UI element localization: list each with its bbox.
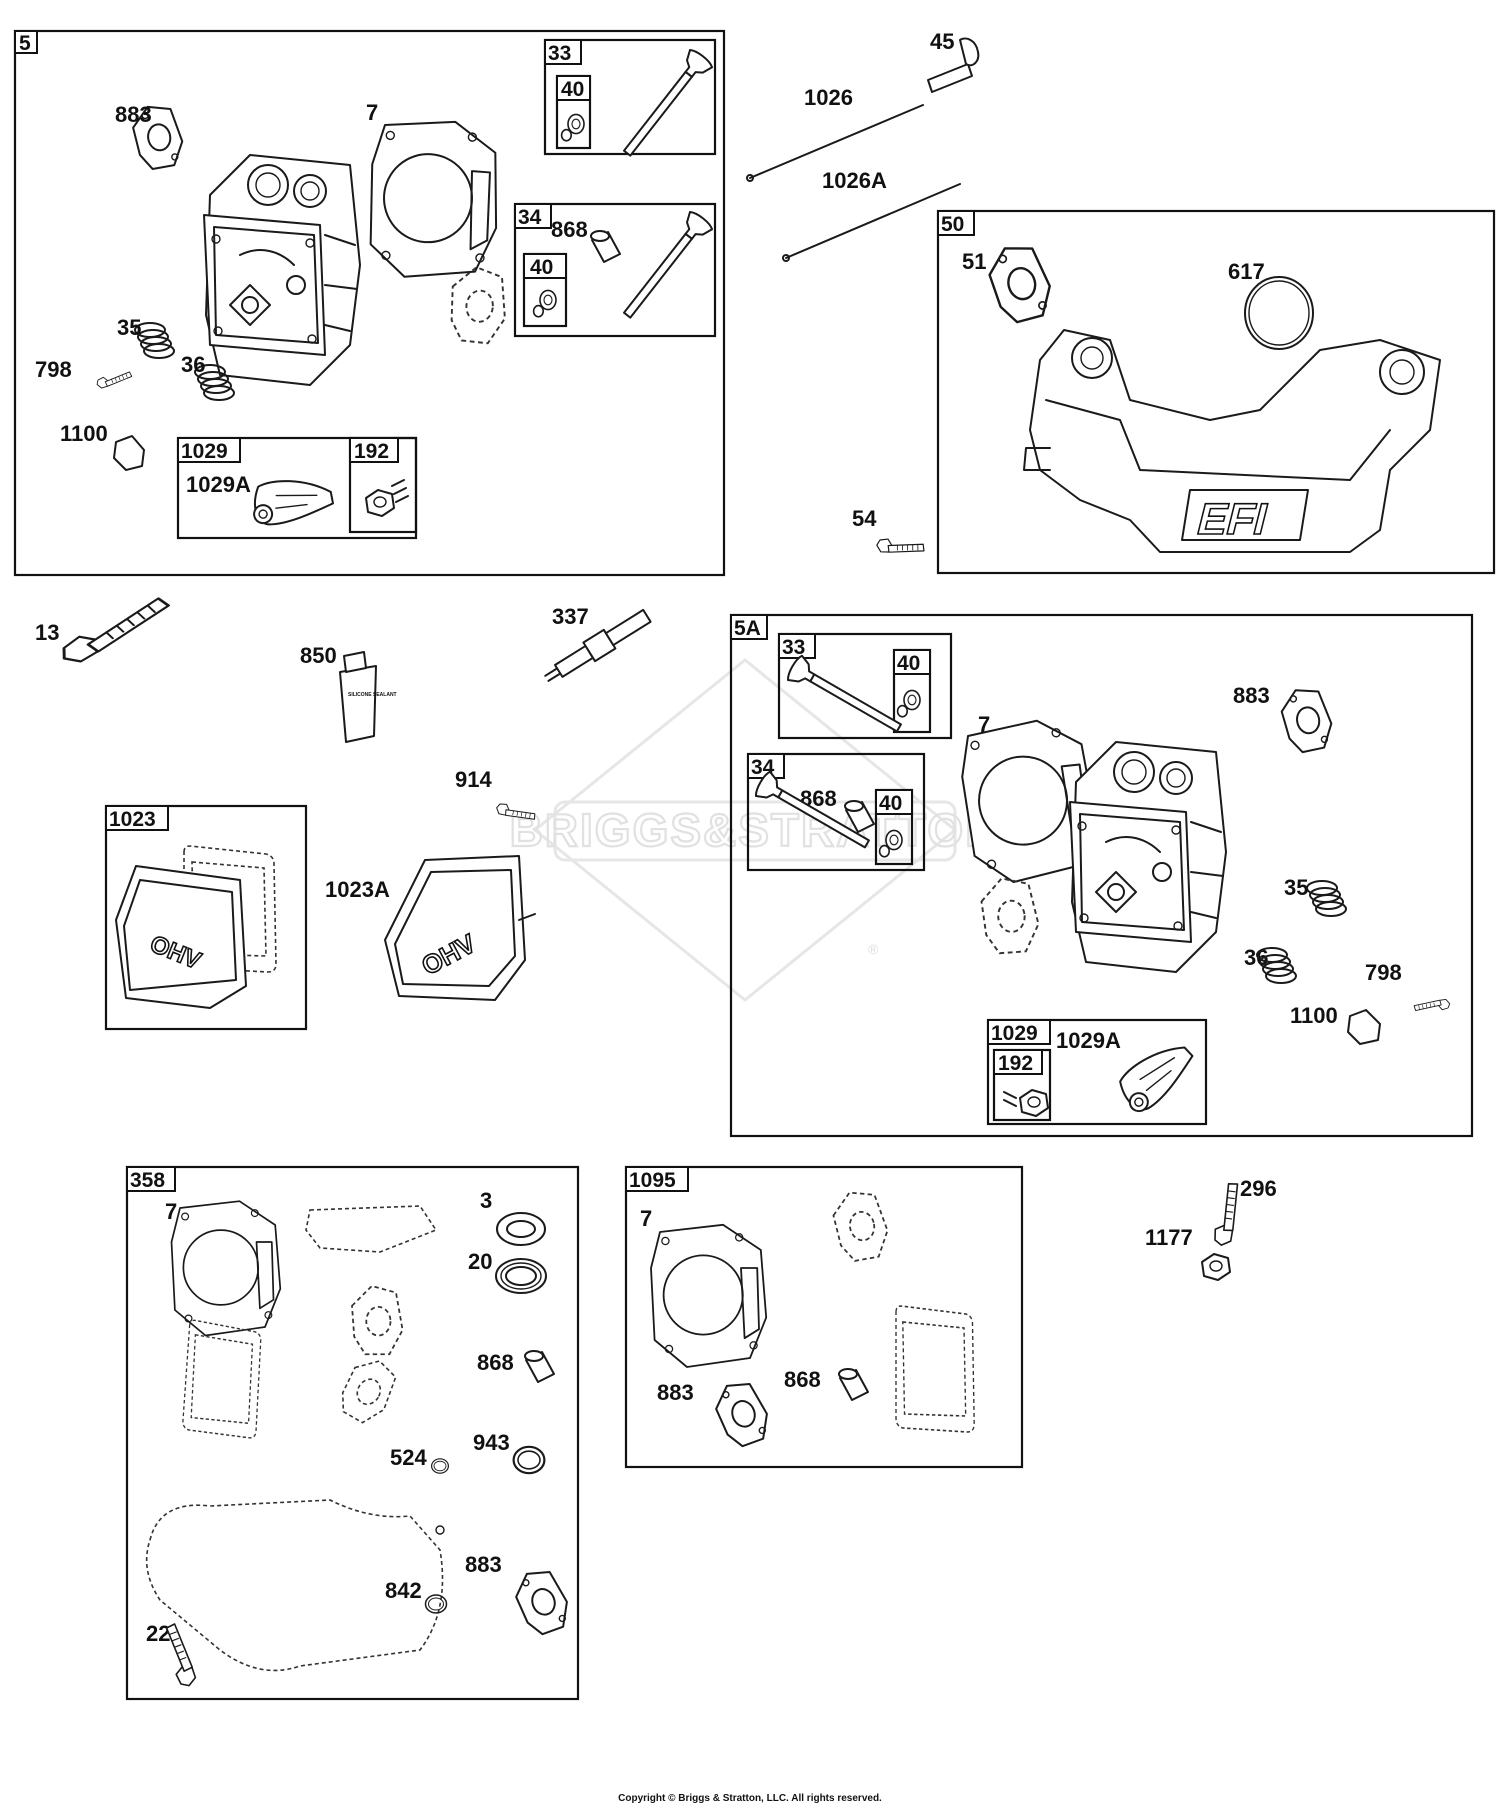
part-617-label[interactable]: 617 [1228, 259, 1265, 284]
part-35-label-b[interactable]: 35 [1284, 875, 1308, 900]
part-13-label[interactable]: 13 [35, 620, 59, 645]
group-1095-tag: 1095 [629, 1169, 676, 1192]
loose-parts: 13 SILICONE SEALANT 850 337 914 296 1177 [35, 594, 1277, 1281]
part-7-label-c[interactable]: 7 [165, 1199, 177, 1224]
part-7-label-d[interactable]: 7 [640, 1206, 652, 1231]
group-34-tag: 34 [518, 206, 542, 229]
group-50-tag: 50 [941, 213, 964, 236]
group-5A-40-tag-b: 40 [879, 792, 902, 815]
part-22-label[interactable]: 22 [146, 1621, 170, 1646]
watermark-brand: BRIGGS&STRATTON [510, 804, 1001, 856]
copyright-footer: Copyright © Briggs & Stratton, LLC. All … [618, 1793, 882, 1804]
part-798-label-b[interactable]: 798 [1365, 960, 1402, 985]
part-3-label[interactable]: 3 [480, 1188, 492, 1213]
group-40-tag: 40 [561, 78, 584, 101]
part-20-label[interactable]: 20 [468, 1249, 492, 1274]
group-1029-tag: 1029 [181, 440, 228, 463]
part-337-label[interactable]: 337 [552, 604, 589, 629]
efi-stamp: EFI [1192, 496, 1272, 544]
group-1095: 1095 7 883 868 [624, 1165, 1024, 1469]
part-842-label[interactable]: 842 [385, 1578, 422, 1603]
part-868-label-c[interactable]: 868 [477, 1350, 514, 1375]
part-51-label[interactable]: 51 [962, 249, 986, 274]
part-883-label-d[interactable]: 883 [657, 1380, 694, 1405]
part-914-label[interactable]: 914 [455, 767, 492, 792]
part-296-label[interactable]: 296 [1240, 1176, 1277, 1201]
part-1100-label-b[interactable]: 1100 [1290, 1003, 1338, 1028]
part-524-label[interactable]: 524 [390, 1445, 427, 1470]
part-1100-label[interactable]: 1100 [60, 421, 108, 446]
group-358-tag: 358 [130, 1169, 165, 1192]
push-rods: 45 1026 1026A [746, 29, 980, 262]
group-358: 358 7 3 20 868 524 943 883 842 22 [125, 1165, 580, 1701]
part-54-label[interactable]: 54 [852, 506, 877, 531]
group-5: 5 883 7 35 36 798 1100 33 40 34 868 40 [13, 29, 726, 577]
part-883-label-b[interactable]: 883 [1233, 683, 1270, 708]
part-1026A-label[interactable]: 1026A [822, 168, 887, 193]
part-868-label-d[interactable]: 868 [784, 1367, 821, 1392]
group-5-tag: 5 [19, 32, 31, 55]
group-1023-tag: 1023 [109, 808, 156, 831]
part-1023A-label[interactable]: 1023A [325, 877, 390, 902]
part-1026-label[interactable]: 1026 [804, 85, 853, 110]
part-943-label[interactable]: 943 [473, 1430, 510, 1455]
group-5A-40-tag: 40 [897, 652, 920, 675]
group-33-tag: 33 [548, 42, 571, 65]
group-5A: 5A 33 40 34 868 40 7 883 35 36 798 1100 [729, 613, 1474, 1138]
part-868-label[interactable]: 868 [551, 217, 588, 242]
group-192-tag: 192 [354, 440, 389, 463]
part-883-label-c[interactable]: 883 [465, 1552, 502, 1577]
part-883-label[interactable]: 883 [115, 102, 152, 127]
part-7-label[interactable]: 7 [366, 100, 378, 125]
group-40-tag-b: 40 [530, 256, 553, 279]
group-5A-192-tag: 192 [998, 1052, 1033, 1075]
group-5A-1029-tag: 1029 [991, 1022, 1038, 1045]
part-36-label[interactable]: 36 [181, 352, 205, 377]
watermark-registered: ® [868, 941, 879, 957]
group-1023: 1023 OHV 1023A OHV [104, 804, 536, 1031]
group-5A-tag: 5A [734, 617, 761, 640]
part-1029A-label[interactable]: 1029A [186, 472, 251, 497]
part-1177-label[interactable]: 1177 [1145, 1225, 1193, 1250]
brand-watermark: BRIGGS&STRATTON ® [508, 658, 1001, 1002]
sealant-text: SILICONE SEALANT [348, 692, 397, 698]
part-35-label[interactable]: 35 [117, 315, 141, 340]
part-45-label[interactable]: 45 [930, 29, 954, 54]
part-850-label[interactable]: 850 [300, 643, 337, 668]
part-1029A-label-b[interactable]: 1029A [1056, 1028, 1121, 1053]
group-50: 50 51 617 EFI 54 [852, 209, 1496, 575]
part-798-label[interactable]: 798 [35, 357, 72, 382]
group-5A-33-tag: 33 [782, 636, 805, 659]
